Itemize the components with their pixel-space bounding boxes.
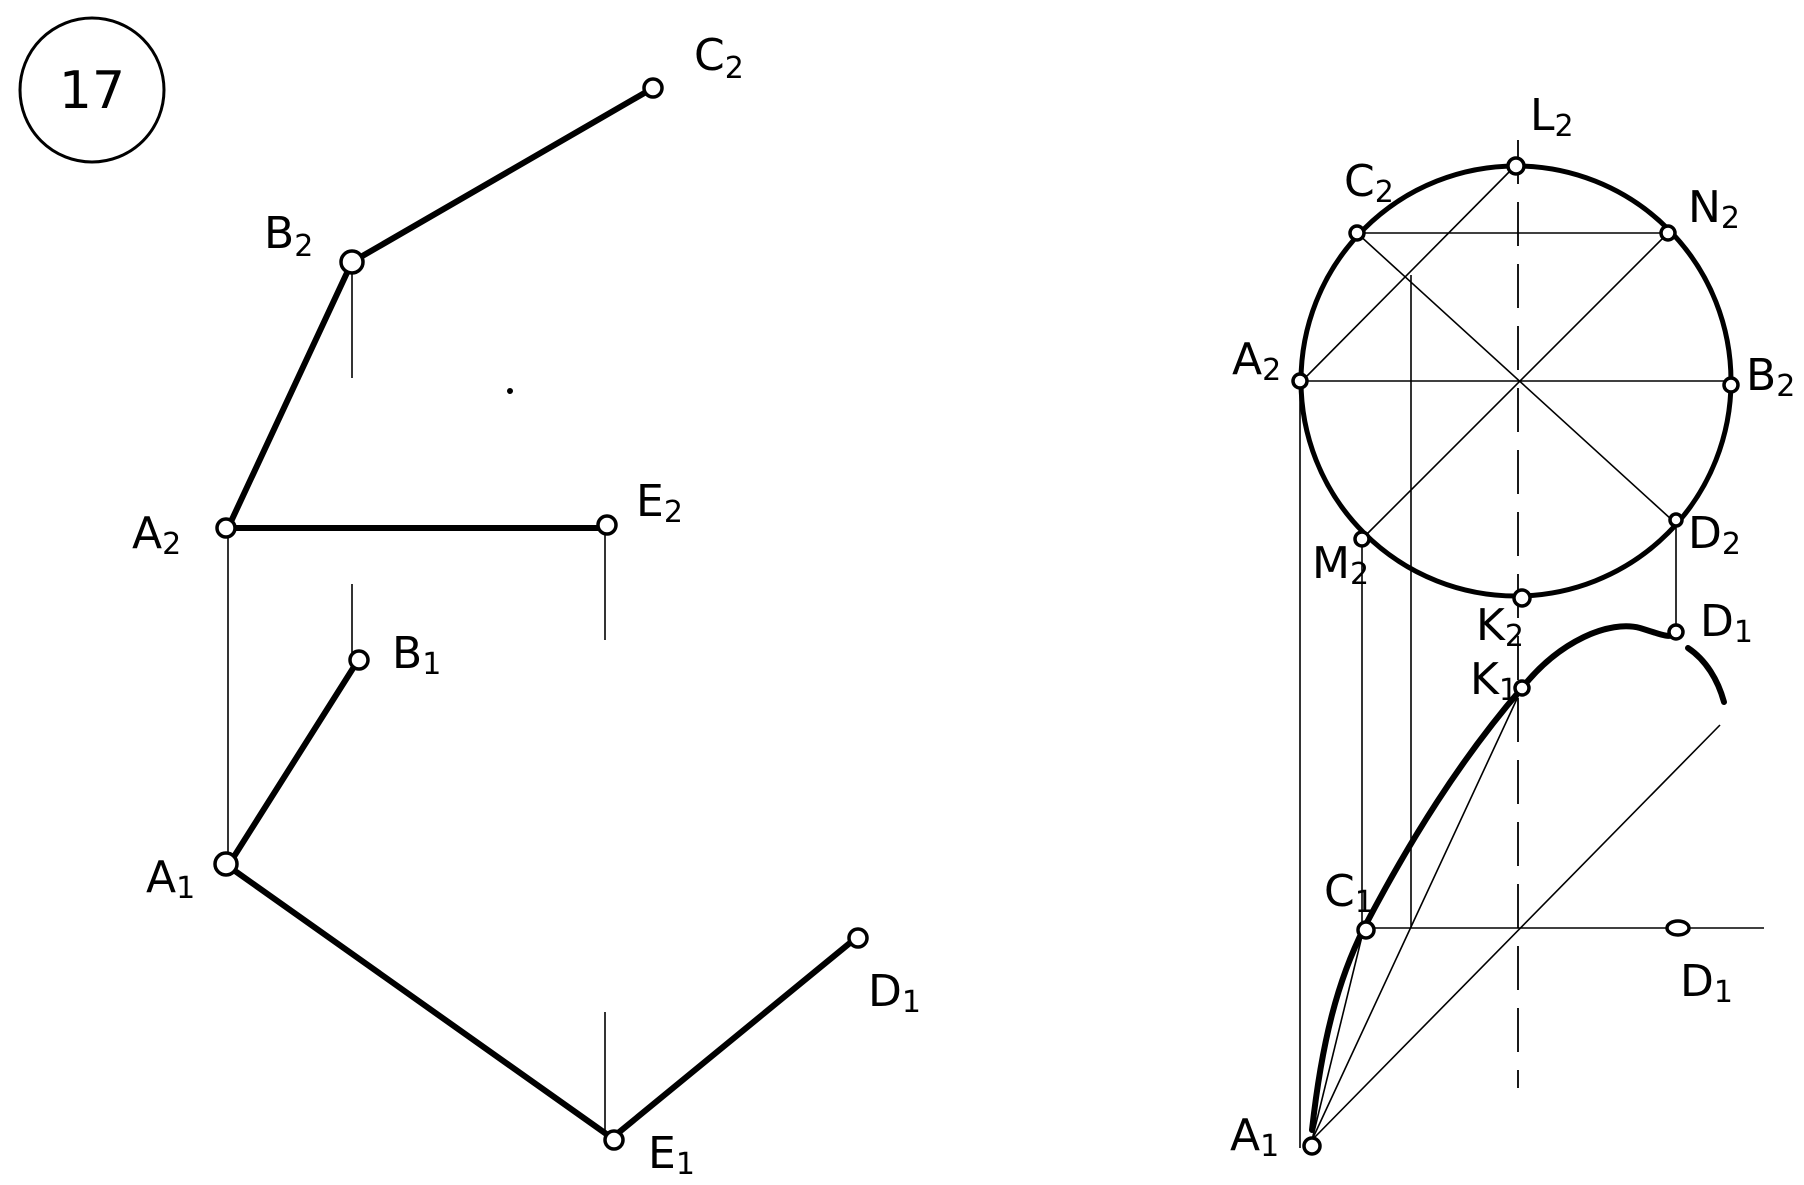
label-b1: B1 — [392, 628, 441, 682]
point-n2 — [1659, 224, 1677, 242]
label-a1-right: A1 — [1230, 1110, 1279, 1164]
figure-number: 17 — [59, 61, 125, 121]
label-d1: D1 — [868, 966, 921, 1020]
label-c2-right: C2 — [1344, 156, 1394, 210]
label-a2: A2 — [132, 508, 181, 562]
point-e2 — [596, 514, 618, 536]
point-l2 — [1506, 156, 1526, 176]
label-c1: C1 — [1324, 866, 1374, 920]
label-d2: D2 — [1688, 508, 1741, 562]
point-a2 — [215, 517, 237, 539]
label-b2-right: B2 — [1746, 350, 1795, 404]
label-a1: A1 — [146, 852, 195, 906]
label-k1: K1 — [1470, 654, 1518, 708]
point-c2-right — [1348, 224, 1366, 242]
chord-a2-l2 — [1301, 165, 1516, 382]
point-k1 — [1513, 679, 1531, 697]
point-b2 — [339, 249, 365, 275]
ray-a1-mid — [1311, 724, 1721, 1141]
figure-number-badge: 17 — [18, 16, 166, 164]
point-d1-bottom — [1665, 919, 1691, 937]
segment-e1-d1 — [609, 935, 859, 1141]
point-d1-top — [1667, 623, 1685, 641]
stray-dot — [507, 388, 513, 394]
segment-a1-b1 — [225, 659, 360, 869]
point-m2 — [1353, 530, 1371, 548]
ray-a1-c1 — [1311, 927, 1365, 1141]
label-e1: E1 — [648, 1128, 695, 1182]
point-d2 — [1668, 512, 1684, 528]
label-e2: E2 — [636, 476, 683, 530]
point-b1 — [348, 649, 370, 671]
label-d1-top: D1 — [1700, 596, 1753, 650]
label-a2-right: A2 — [1232, 334, 1281, 388]
label-c2: C2 — [694, 30, 744, 86]
label-m2: M2 — [1312, 538, 1369, 592]
label-b2: B2 — [264, 208, 313, 264]
point-c1 — [1356, 920, 1376, 940]
segment-b2-c2 — [349, 85, 656, 265]
point-a1 — [213, 851, 239, 877]
label-k2: K2 — [1476, 600, 1524, 654]
diagonal-c2-d2 — [1356, 232, 1673, 521]
left-projection: C2 B2 A2 E2 B1 A1 D1 E1 — [132, 30, 921, 1182]
label-n2: N2 — [1688, 182, 1740, 236]
right-projection: L2 C2 N2 A2 B2 M2 D2 K2 D1 K1 C1 D1 A1 — [1230, 90, 1795, 1164]
point-k2 — [1512, 588, 1532, 608]
curve-a1-c1-k1 — [1309, 623, 1679, 1133]
point-c2 — [642, 77, 664, 99]
label-l2: L2 — [1530, 90, 1574, 144]
segment-a2-b2 — [225, 259, 355, 531]
label-d1-bottom: D1 — [1680, 956, 1733, 1010]
ray-a1-k1 — [1311, 687, 1523, 1141]
point-a2-right — [1291, 372, 1309, 390]
segment-a1-e1 — [225, 863, 615, 1141]
diagonal-n2-m2 — [1361, 232, 1669, 540]
point-a1-right — [1302, 1136, 1322, 1156]
point-e1 — [603, 1129, 625, 1151]
point-d1 — [847, 927, 869, 949]
curve-d1-tail — [1685, 645, 1727, 705]
point-b2-right — [1722, 376, 1740, 394]
